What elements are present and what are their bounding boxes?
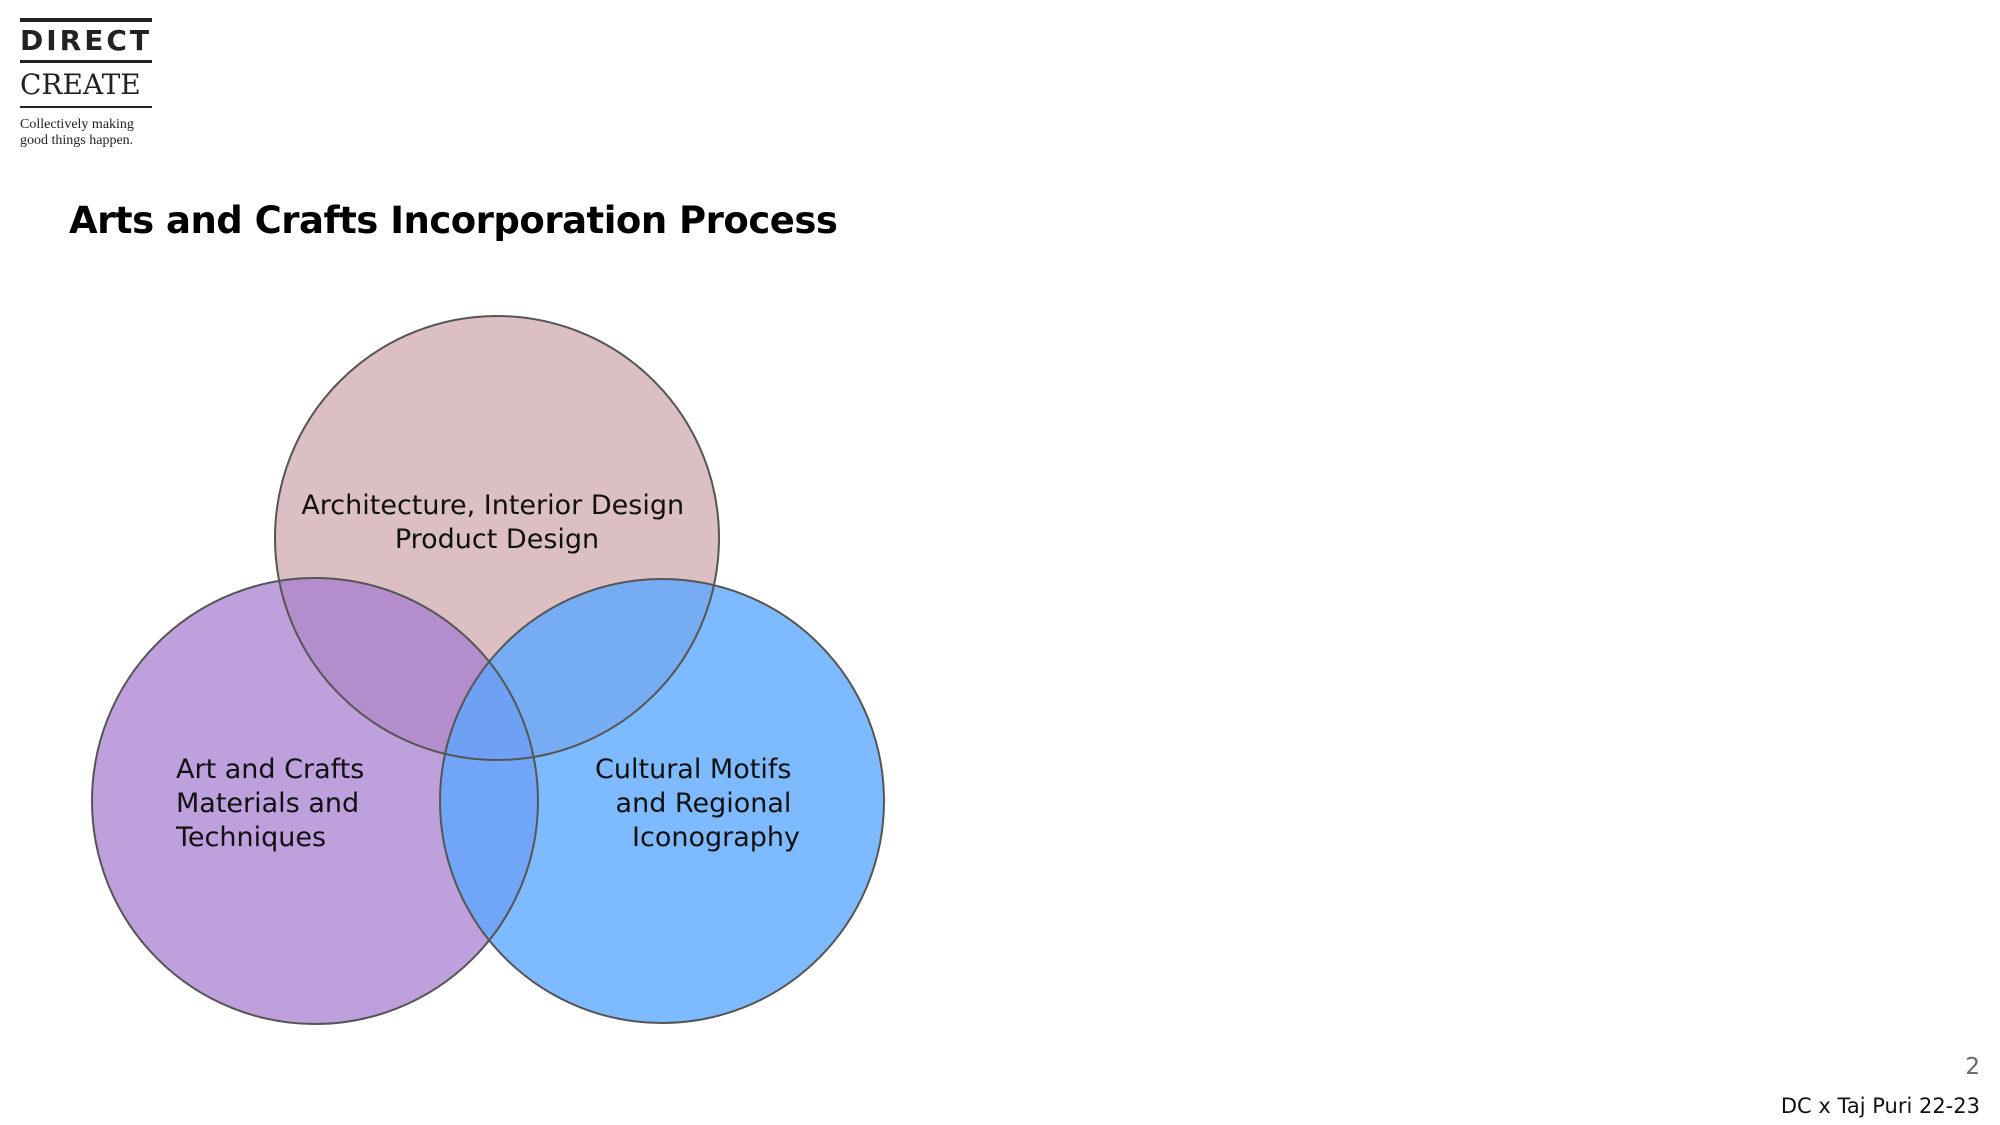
- venn-circle-right: [440, 579, 884, 1023]
- venn-outline-left: [91, 577, 539, 1025]
- logo-direct-text: DIRECT: [20, 24, 152, 57]
- logo-create-text: CREATE: [20, 68, 141, 101]
- logo-bottom-rule: [20, 106, 152, 108]
- venn-label-right: Cultural Motifs and Regional Iconography: [595, 754, 800, 853]
- logo-middle-rule: [20, 60, 152, 63]
- footer-text: DC x Taj Puri 22-23: [1780, 1094, 1980, 1118]
- venn-label-right-line3: Iconography: [632, 822, 800, 853]
- venn-label-left-line2: Materials and: [176, 788, 359, 819]
- page-number: 2: [1965, 1054, 1980, 1080]
- venn-label-left: Art and Crafts Materials and Techniques: [175, 754, 373, 853]
- venn-circle-left: [92, 578, 538, 1024]
- venn-outline-right: [439, 578, 885, 1024]
- brand-logo: DIRECT CREATE Collectively making good t…: [20, 18, 155, 149]
- page-title: Arts and Crafts Incorporation Process: [69, 199, 838, 242]
- venn-outline-top: [274, 315, 720, 761]
- venn-label-top-line1: Architecture, Interior Design: [301, 490, 684, 521]
- venn-label-right-line2: and Regional: [616, 788, 792, 819]
- venn-label-right-line1: Cultural Motifs: [595, 754, 791, 785]
- logo-top-rule: [20, 18, 152, 22]
- venn-label-left-line1: Art and Crafts: [176, 754, 364, 785]
- venn-label-left-line3: Techniques: [175, 822, 326, 853]
- venn-label-top: Architecture, Interior Design Product De…: [301, 490, 692, 555]
- logo-tagline: Collectively making good things happen.: [20, 117, 134, 148]
- venn-label-top-line2: Product Design: [395, 524, 599, 555]
